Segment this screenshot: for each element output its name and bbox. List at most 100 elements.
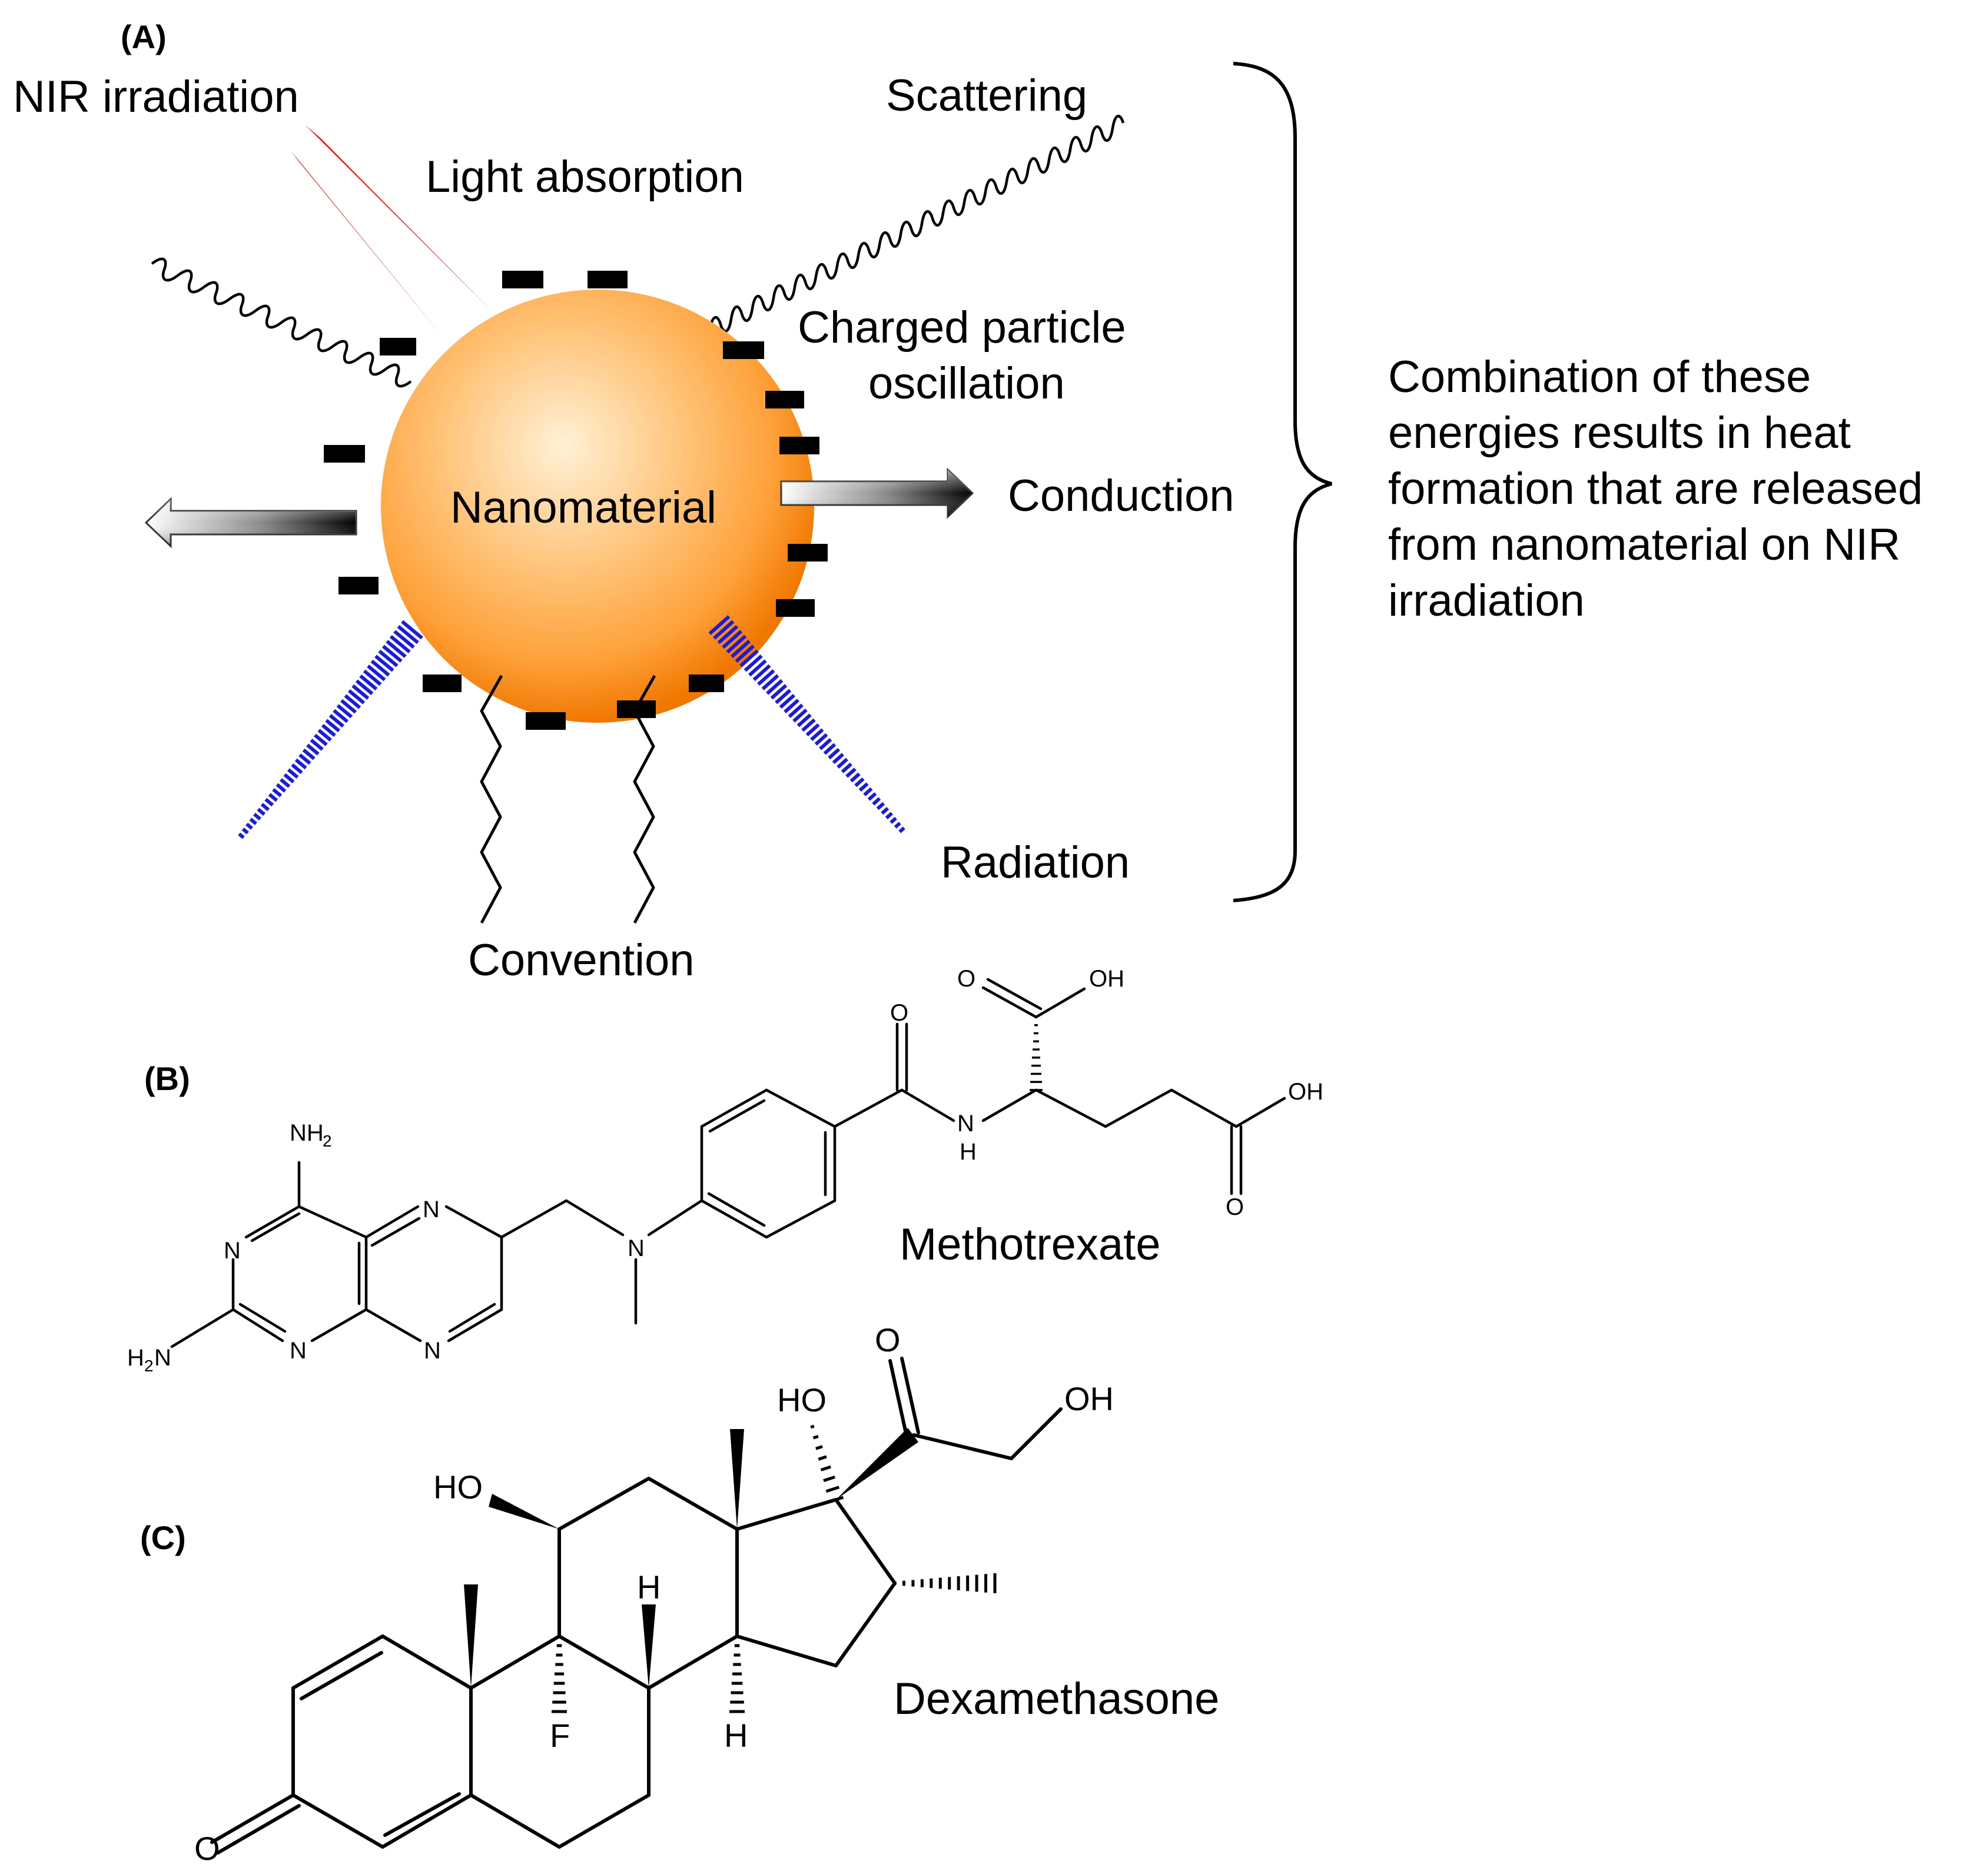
- hatch-mark: [298, 753, 311, 765]
- hatch-mark: [845, 767, 857, 778]
- hatch-mark: [397, 625, 419, 644]
- hatch-mark: [779, 693, 796, 709]
- hatch-mark: [302, 748, 316, 760]
- hatch-mark: [766, 679, 784, 695]
- atom-ho-c17: HO: [777, 1381, 827, 1418]
- hatch-mark: [898, 826, 905, 833]
- panel-label-c: (C): [140, 1519, 186, 1556]
- atom-h2n-sub: 2: [144, 1357, 154, 1375]
- atom-o-carboxyl-side: O: [1226, 1194, 1244, 1220]
- hatch-mark: [314, 733, 328, 746]
- hatch-mark: [347, 689, 366, 705]
- hatch-mark: [401, 620, 423, 640]
- hatch-mark: [344, 694, 361, 709]
- radiation-lines-right: [708, 615, 905, 833]
- wedge-methyl-c13: [730, 1429, 744, 1529]
- scattering-label: Scattering: [886, 71, 1087, 121]
- hatch-mark: [784, 699, 799, 713]
- hatch-mark: [306, 743, 320, 756]
- hatch-mark: [708, 615, 731, 635]
- hatch-mark: [722, 630, 743, 649]
- hatch-mark: [374, 654, 394, 672]
- hatch-mark: [837, 757, 848, 769]
- hatch-mark: [389, 634, 411, 654]
- hatch-mark: [276, 783, 287, 793]
- scattering-wave-upper: [682, 115, 1125, 343]
- summary-text: Combination of these energies results in…: [1388, 352, 1923, 626]
- atom-n10: N: [628, 1235, 645, 1261]
- summary-line-3: formation that are released: [1388, 464, 1923, 514]
- hatch-mark: [294, 758, 307, 770]
- charge-dashes: [324, 271, 828, 730]
- convection-chain-right: [633, 675, 656, 924]
- convention-label: Convention: [468, 935, 695, 985]
- hatch-mark: [788, 703, 804, 718]
- hatch-mark: [890, 816, 897, 824]
- hatch-mark: [805, 723, 820, 737]
- wedge-h-c8: [642, 1604, 656, 1688]
- panel-label-a: (A): [121, 18, 167, 55]
- hatch-mark: [818, 1455, 827, 1461]
- panel-c: (C) Dexamethasone: [140, 1321, 1219, 1864]
- hatch-mark: [748, 659, 767, 677]
- hatch-mark: [872, 797, 881, 806]
- atom-h2n: H: [127, 1345, 144, 1371]
- hatch-mark: [770, 684, 788, 700]
- nir-beam-upper: [305, 125, 492, 311]
- dexamethasone-structure: [210, 1357, 1063, 1855]
- hatch-mark: [317, 729, 332, 742]
- conduction-arrow-left: [144, 497, 357, 549]
- hatch-mark: [812, 1434, 819, 1440]
- hatch-mark: [336, 704, 353, 719]
- hatch-mark: [841, 762, 852, 773]
- summary-line-5: irradiation: [1388, 576, 1585, 626]
- hatch-mark: [823, 1476, 835, 1483]
- atom-o-c20: O: [875, 1321, 901, 1358]
- methotrexate-atoms: NH 2 N N N N H 2 N N O N H O OH OH O: [127, 966, 1323, 1375]
- hatch-mark: [272, 788, 283, 798]
- hatch-mark: [796, 713, 812, 727]
- hatch-mark: [814, 733, 828, 746]
- hatch-mark: [291, 763, 303, 775]
- scattering-wave-left: [151, 257, 412, 388]
- panel-a: (A) NIR irradiation Scattering Light abs…: [13, 18, 1923, 985]
- atom-n1: N: [224, 1238, 241, 1264]
- atom-o-carboxyl-top: O: [957, 966, 975, 992]
- hatch-mark: [894, 822, 901, 829]
- hatch-mark: [881, 807, 890, 815]
- charged-particle-label-line2: oscillation: [868, 358, 1065, 408]
- hatch-mark: [359, 674, 378, 691]
- hatch-mark: [328, 714, 344, 728]
- hatch-mark: [761, 674, 779, 690]
- nanomaterial-label: Nanomaterial: [450, 483, 716, 533]
- hatch-mark: [810, 728, 824, 741]
- dexamethasone-label: Dexamethasone: [894, 1674, 1219, 1724]
- atom-o-amide: O: [890, 1000, 908, 1026]
- atom-f-c9: F: [550, 1717, 570, 1754]
- hatch-mark: [310, 739, 324, 751]
- atom-h-c14: H: [724, 1717, 748, 1754]
- atom-oh-carboxyl-side: OH: [1288, 1079, 1323, 1105]
- hatch-mark: [717, 624, 739, 644]
- panel-label-b: (B): [144, 1060, 190, 1097]
- hatch-mark: [386, 640, 407, 658]
- hatch-mark: [370, 659, 390, 677]
- hatch-mark: [819, 738, 832, 750]
- hatch-mark: [775, 689, 792, 705]
- hatch-mark: [744, 654, 763, 672]
- hatch-mark: [876, 802, 885, 810]
- atom-n8: N: [424, 1338, 441, 1364]
- hatch-mark: [260, 803, 270, 812]
- atom-o-c3: O: [194, 1830, 220, 1864]
- atom-oh-c21: OH: [1064, 1380, 1114, 1417]
- hatch-mark: [287, 768, 299, 779]
- hatch-mark: [245, 822, 253, 830]
- hatch-mark: [283, 773, 295, 783]
- hatch-mark: [752, 664, 771, 682]
- hatch-mark: [825, 1486, 840, 1493]
- methotrexate-structure: [170, 978, 1286, 1348]
- hatch-mark: [713, 620, 735, 640]
- hatch-mark: [321, 723, 336, 737]
- light-absorption-label: Light absorption: [426, 152, 744, 202]
- convection-chain-left: [480, 675, 503, 924]
